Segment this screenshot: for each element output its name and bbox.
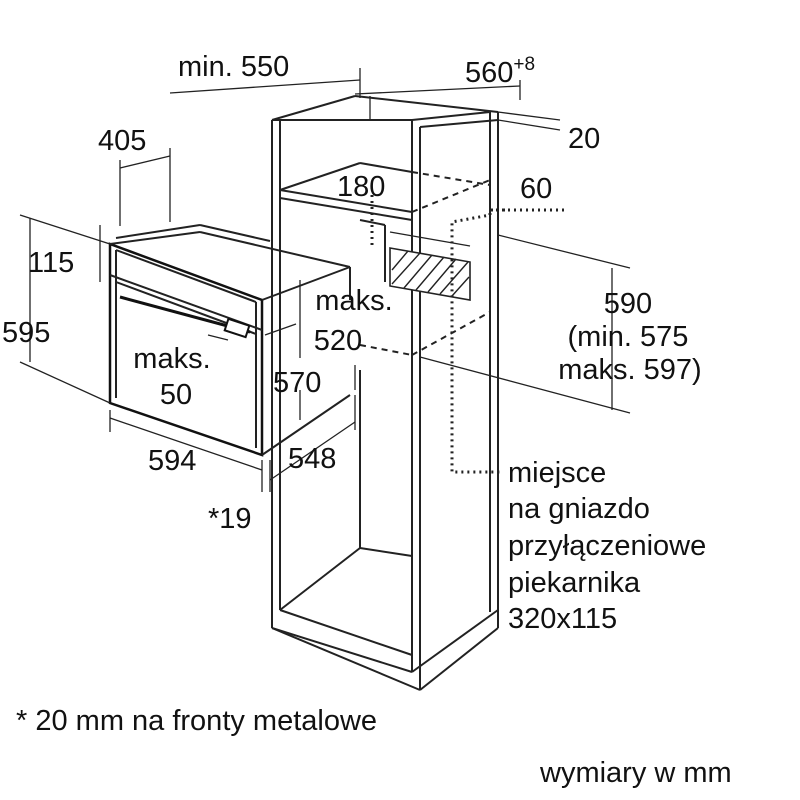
socket-label-line4: piekarnika — [508, 567, 641, 599]
socket-label-line5: 320x115 — [508, 603, 617, 635]
dim-maks-520-line1: maks. — [315, 285, 392, 317]
dim-560-base: 560 — [465, 57, 513, 89]
socket-label-line3: przyłączeniowe — [508, 530, 706, 562]
socket-area — [389, 231, 471, 301]
socket-leader-line — [450, 208, 505, 474]
dim-maks-50-line2: 50 — [160, 379, 192, 411]
dim-60: 60 — [520, 173, 552, 205]
dim-590-line1: 590 — [604, 288, 652, 320]
dim-20: 20 — [568, 123, 600, 155]
dim-maks-520: maks. 520 — [314, 285, 401, 357]
dim-595: 595 — [2, 317, 50, 349]
dim-maks-50-line1: maks. — [133, 343, 210, 375]
dim-594: 594 — [148, 445, 196, 477]
dim-180: 180 — [337, 171, 385, 203]
socket-label: miejsce na gniazdo przyłączeniowe piekar… — [508, 457, 714, 635]
dim-560-superscript: +8 — [513, 54, 535, 75]
dim-590-line2: (min. 575 — [568, 321, 689, 353]
dim-570: 570 — [273, 367, 321, 399]
dimension-lines — [19, 68, 631, 492]
cabinet-outline — [271, 95, 499, 691]
oven-body — [108, 224, 351, 457]
dim-548: 548 — [288, 443, 336, 475]
socket-label-line1: miejsce — [508, 457, 606, 489]
units-note: wymiary w mm — [539, 757, 732, 789]
dim-590-line3: maks. 597) — [558, 354, 701, 386]
socket-label-line2: na gniazdo — [508, 493, 650, 525]
dim-min-550: min. 550 — [178, 51, 289, 83]
dim-maks-50: maks. 50 — [133, 343, 218, 411]
dim-405: 405 — [98, 125, 146, 157]
dim-115: 115 — [28, 247, 74, 279]
dim-star-19: *19 — [208, 503, 252, 535]
dim-560: 560+8 — [465, 54, 535, 89]
dim-590: 590 (min. 575 maks. 597) — [558, 288, 701, 386]
footnote: * 20 mm na fronty metalowe — [16, 705, 377, 737]
dim-maks-520-line2: 520 — [314, 325, 362, 357]
